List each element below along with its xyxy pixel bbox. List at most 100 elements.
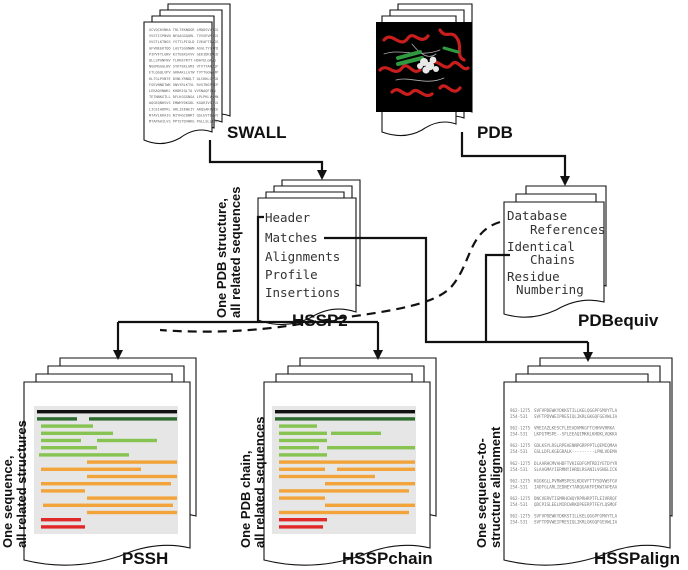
hsspalign-side-label-line1: One sequence-to-	[474, 438, 489, 548]
alignment-bar	[41, 467, 141, 471]
hsspalign-node[interactable]: 962-1275 SVFVPDEWKYDKKSTILLKELQGGPFGMVYTL…	[474, 357, 680, 568]
alignment-q-seq: DNCVERVTIGMRHCWQYRPRHRPTFLEIVRRQF	[534, 496, 618, 501]
hsspalign-document-stack	[503, 357, 673, 566]
hsspalign-side-label: One sequence-to- structure alignment	[474, 426, 503, 548]
alignment-bar	[37, 410, 177, 414]
pssh-side-label: One sequence, all related structures	[0, 420, 29, 548]
alignment-bar	[41, 518, 81, 522]
pdbequiv-document-stack	[503, 185, 607, 318]
pdbequiv-label: PDBequiv	[578, 311, 659, 330]
alignment-bar	[279, 438, 327, 443]
alignment-q-seq: GDLKSYLRSLRPEAENNPGRPPPTLQEMIQMAA	[534, 443, 618, 448]
alignment-s-seq: SLAAGMAYIERMNYIHRDLRSANILVGNGLICK	[534, 467, 618, 472]
alignment-bar	[325, 503, 415, 507]
hssp2-header-connector	[256, 215, 264, 322]
swall-sequence-line: NTAVLKKAIG NIYHGCDWRT QSLEVTESVV	[149, 113, 219, 117]
hsspchain-side-label: One PDB chain, all related sequences	[238, 416, 267, 548]
alignment-s-seq: SVFTPDVWEIPRESIQLIKRLGKGQFGEVWLIA	[534, 414, 618, 419]
alignment-bar	[275, 410, 415, 414]
pdbequiv-field-identical: Identical	[507, 239, 575, 254]
swall-sequence-line: KLTGLPVNTE DVNLYRNDLT QLIKKLGMSD	[149, 77, 218, 81]
alignment-q-range: 962-1275	[510, 478, 531, 483]
hssp2-field-header: Header	[265, 210, 311, 225]
alignment-s-range: 254-531	[510, 414, 528, 419]
pdbequiv-chains-connector	[484, 253, 510, 342]
alignment-bar	[279, 518, 327, 522]
swall-document-stack	[143, 3, 231, 145]
hssp2-document-stack	[257, 179, 361, 326]
alignment-s-seq: SVFTPDVWEIPRESIQLIKRLGKGQFGEVWLIA	[534, 520, 618, 525]
alignment-bar	[325, 482, 415, 486]
hssp2-side-label-line1: One PDB structure,	[214, 198, 229, 318]
alignment-bar	[41, 489, 85, 493]
alignment-q-range: 962-1275	[510, 443, 531, 448]
alignment-bar	[337, 467, 415, 471]
swall-sequence-line: GCVQCKVNKA TRLTEKNDGR LMQDSVVRSG	[149, 28, 218, 32]
alignment-bar	[89, 417, 177, 421]
alignment-s-range: 254-531	[510, 449, 528, 454]
pdb-node[interactable]: PDB	[376, 3, 513, 142]
pssh-bars	[37, 410, 177, 529]
hsspalign-side-label-line2: structure alignment	[488, 426, 503, 548]
alignment-s-seq: QDCPISLEELMIRCWRKDPEERPTFEYLQSMQF	[534, 502, 618, 507]
hsspchain-bars	[275, 410, 415, 529]
alignment-bar	[87, 510, 177, 515]
alignment-bar	[279, 446, 319, 450]
pssh-label: PSSH	[122, 549, 168, 568]
alignment-bar	[37, 417, 77, 421]
alignment-bar	[87, 474, 177, 479]
alignment-bar	[279, 467, 325, 471]
alignment-s-range: 254-531	[510, 432, 528, 437]
hsspchain-node[interactable]: HSSPchain One PDB chain, all related seq…	[238, 357, 437, 568]
hssp2-field-matches: Matches	[265, 230, 318, 245]
alignment-bar	[279, 525, 323, 529]
alignment-s-range: 254-531	[510, 467, 528, 472]
alignment-s-range: 254-531	[510, 520, 528, 525]
hssp2-matches-connector	[324, 236, 588, 344]
swall-sequence-line: VVSTLKTNGS YSTTLPIGLD IVEAFTEVGG	[149, 40, 218, 44]
swall-node[interactable]: GCVQCKVNKA TRLTEKNDGR LMQDSVVRSGVVSTIIPN…	[143, 3, 287, 145]
hssp2-field-alignments: Alignments	[265, 249, 340, 264]
alignment-bar	[41, 482, 171, 486]
pssh-node[interactable]: PSSH One sequence, all related structure…	[0, 357, 197, 568]
swall-to-hssp2-arrow	[208, 140, 327, 180]
connectors	[113, 132, 593, 362]
swall-sequence-line: AQGEQNHSVS EMWHYDKGDL KGARIVSDKG	[149, 101, 218, 105]
swall-sequence-line: LICEIADPKL ARLIEEWEIY ARQSAKPYIE	[149, 107, 218, 111]
pdbequiv-field-chains: Chains	[530, 252, 575, 267]
alignment-bar	[331, 431, 381, 435]
alignment-bar	[279, 431, 327, 435]
swall-sequence-line: NGEMGGGLNV SYKTEKLGMI VTVTTANGQF	[149, 65, 218, 69]
swall-sequence-text: GCVQCKVNKA TRLTEKNDGR LMQDSVVRSGVVSTIIPN…	[149, 28, 219, 124]
hsspchain-side-label-line1: One PDB chain,	[238, 450, 253, 548]
pdbequiv-field-references: References	[530, 222, 605, 237]
pdbequiv-to-pssh-dashed-link	[159, 220, 501, 333]
pssh-side-label-line2: all related structures	[14, 420, 29, 548]
alignment-q-seq: SVFVPDEWKYDKKSTILLKELQGGPFGMVYTLA	[534, 408, 618, 413]
pdbequiv-field-database: Database	[507, 208, 567, 223]
alignment-s-seq: IADFGLARLIEDNEYTARQGAKFPIKWTAPEAA	[534, 484, 618, 489]
swall-sequence-line: TETNNKGTLL DFLKGGGNSA LPLPKLVNMN	[149, 95, 218, 99]
alignment-bar	[279, 424, 317, 428]
pdb-to-pdbequiv-arrow	[460, 132, 570, 186]
pdbequiv-node[interactable]: Database References Identical Chains Res…	[503, 185, 659, 330]
alignment-bar	[279, 496, 325, 500]
alignment-bar	[279, 489, 409, 493]
alignment-bar	[279, 453, 327, 457]
pdb-label: PDB	[477, 123, 513, 142]
pssh-side-label-line1: One sequence,	[0, 456, 15, 548]
alignment-q-range: 962-1275	[510, 461, 531, 466]
hsspalign-alignment-text: 962-1275 SVFVPDEWKYDKKSTILLKELQGGPFGMVYTL…	[510, 408, 618, 525]
alignment-s-seq: LKPGTMSPE--SFLEEAQIMKKLKHDKLVQKKA	[534, 432, 618, 437]
alignment-bar	[41, 525, 85, 529]
hssp2-side-label: One PDB structure, all related sequences	[214, 186, 243, 318]
alignment-q-seq: VREIAZLKESCFLEEADVMKGFTCHHVVRRKA	[534, 426, 615, 431]
alignment-bar	[41, 438, 81, 443]
pdbequiv-field-numbering: Numbering	[516, 282, 584, 297]
alignment-s-range: 254-531	[510, 484, 528, 489]
hssp2-node[interactable]: Header Matches Alignments Profile Insert…	[214, 179, 361, 330]
alignment-s-seq: GSLLDFLKGEGRALK---------LPNLVDEMA	[534, 449, 618, 454]
alignment-bar	[41, 424, 93, 428]
alignment-bar	[279, 510, 409, 515]
alignment-q-range: 962-1275	[510, 426, 531, 431]
